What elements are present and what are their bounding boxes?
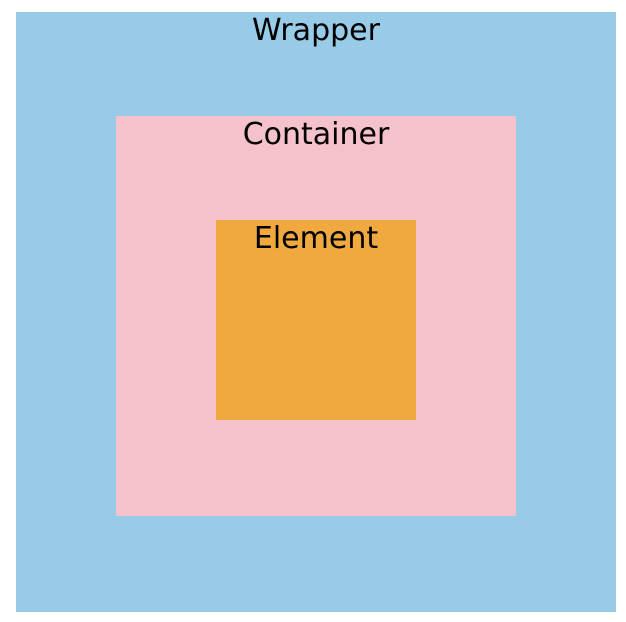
wrapper-box: Wrapper Container Element bbox=[16, 12, 616, 612]
element-label: Element bbox=[253, 221, 379, 256]
wrapper-label: Wrapper bbox=[252, 13, 380, 48]
container-label: Container bbox=[242, 117, 390, 152]
container-box: Container Element bbox=[116, 116, 516, 516]
element-box: Element bbox=[216, 220, 416, 420]
